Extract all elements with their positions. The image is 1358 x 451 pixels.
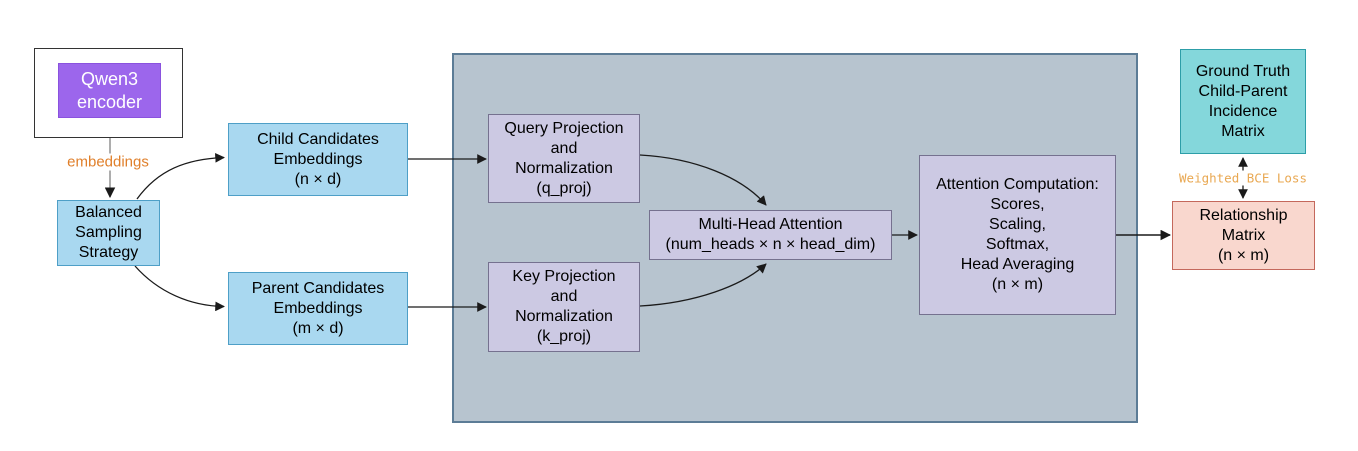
multi-head-attention-node: Multi-Head Attention (num_heads × n × he…: [649, 210, 892, 260]
attention-computation-node: Attention Computation: Scores, Scaling, …: [919, 155, 1116, 315]
qwen3-encoder-node: Qwen3 encoder: [58, 63, 161, 118]
parent-candidates-node: Parent Candidates Embeddings (m × d): [228, 272, 408, 345]
arrow-sampling-to-parent: [134, 265, 225, 312]
child-candidates-node: Child Candidates Embeddings (n × d): [228, 123, 408, 196]
weighted-bce-loss-edge-label: Weighted BCE Loss: [1177, 170, 1309, 186]
query-projection-node: Query Projection and Normalization (q_pr…: [488, 114, 640, 203]
key-projection-node: Key Projection and Normalization (k_proj…: [488, 262, 640, 352]
ground-truth-matrix-node: Ground Truth Child-Parent Incidence Matr…: [1180, 49, 1306, 154]
balanced-sampling-node: Balanced Sampling Strategy: [57, 200, 160, 266]
relationship-matrix-node: Relationship Matrix (n × m): [1172, 201, 1315, 270]
embeddings-edge-label: embeddings: [65, 153, 151, 171]
